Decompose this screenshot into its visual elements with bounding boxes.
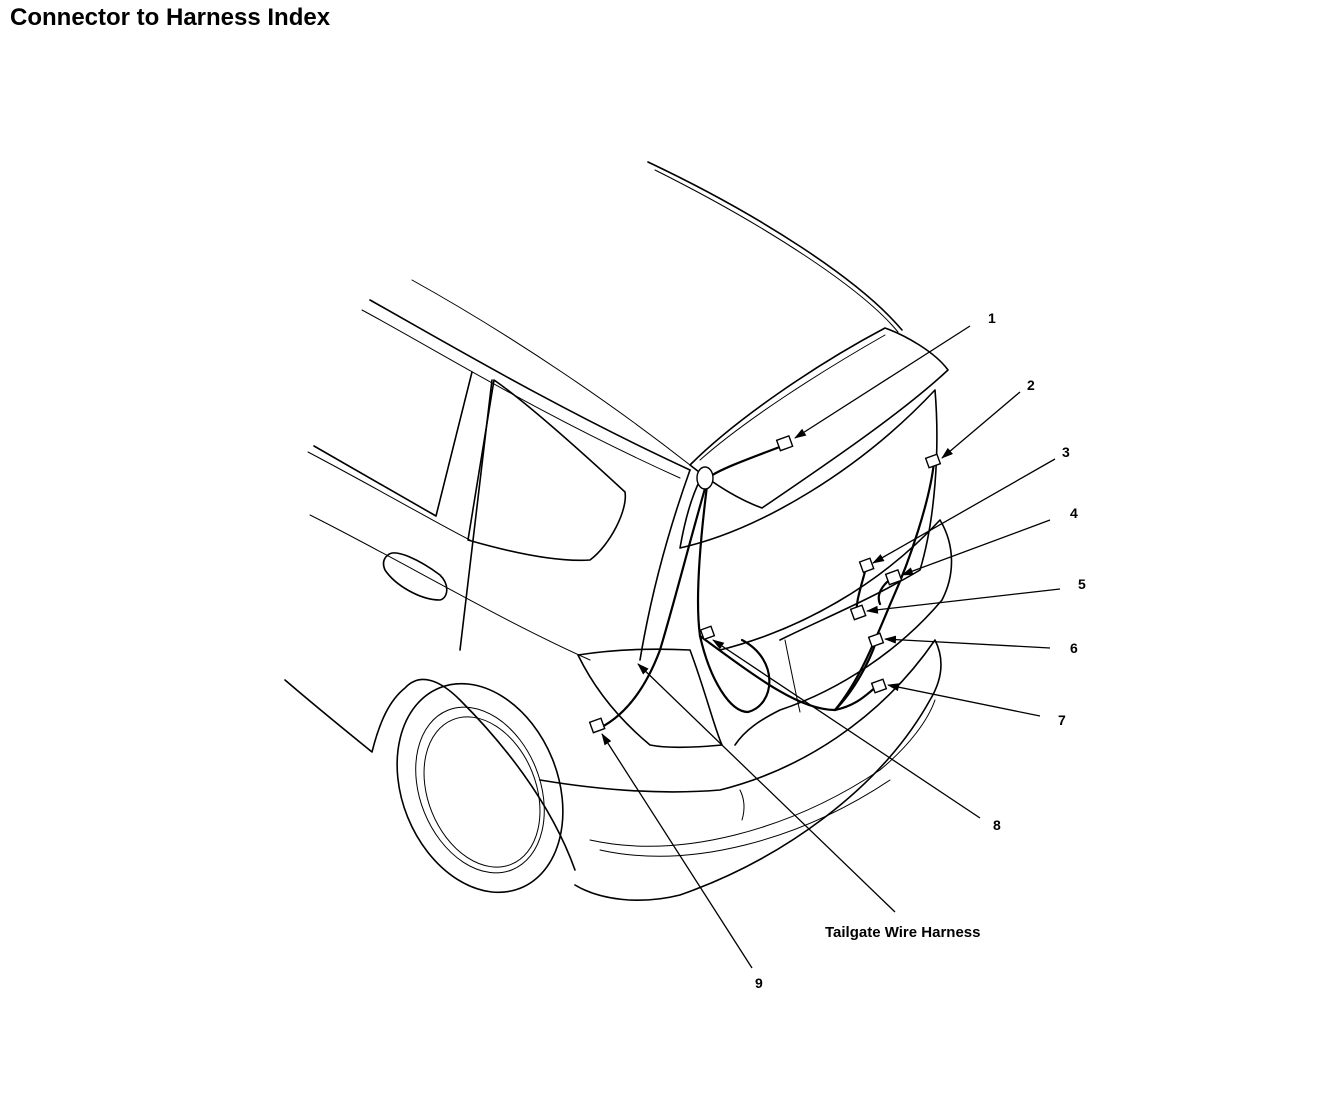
tailgate-lower [719,519,953,746]
leader-line-9 [601,733,753,969]
callout-8: 8 [993,817,1001,833]
leader-lines [601,325,1061,969]
leader-line-7 [887,683,1041,717]
callout-1: 1 [988,310,996,326]
leader-line-4 [901,519,1051,576]
vehicle-body [284,161,953,901]
callout-4: 4 [1070,505,1078,521]
leader-line-2 [941,391,1021,459]
leader-line-1 [794,325,971,439]
leader-line-5 [866,588,1061,614]
rear-spoiler [689,327,949,509]
rear-quarter-window [313,371,627,562]
harness-grommet [696,466,714,490]
callout-3: 3 [1062,444,1070,460]
leader-line-harness [637,663,896,913]
connector-4-icon [884,569,903,586]
connector-8-icon [699,625,716,641]
door-handle [382,552,448,601]
callout-2: 2 [1027,377,1035,393]
rear-wheel-arch [284,678,576,871]
harness-label: Tailgate Wire Harness [825,924,980,941]
connector-3-icon [858,557,875,574]
connector-2-icon [924,453,942,469]
rear-bumper [539,639,942,901]
connector-9-icon [588,717,606,734]
connector-6-icon [867,632,885,648]
connector-1-icon [775,435,794,452]
connector-5-icon [849,604,867,621]
callout-5: 5 [1078,576,1086,592]
tailgate-glass [679,389,938,641]
callout-labels: 1 2 3 4 5 6 7 8 9 Tailgate Wire Harness [755,310,1086,991]
leader-line-6 [884,635,1051,649]
callout-7: 7 [1058,712,1066,728]
connector-7-icon [870,678,888,694]
callout-9: 9 [755,975,763,991]
roof-rail [369,299,691,471]
rear-tire [396,682,564,894]
d-pillar [459,379,691,661]
page-title: Connector to Harness Index [10,4,331,31]
connectors [588,435,942,734]
leader-line-8 [712,639,981,819]
roof-edge [647,161,903,331]
callout-6: 6 [1070,640,1078,656]
leader-line-3 [872,458,1056,564]
tail-light [577,648,723,749]
